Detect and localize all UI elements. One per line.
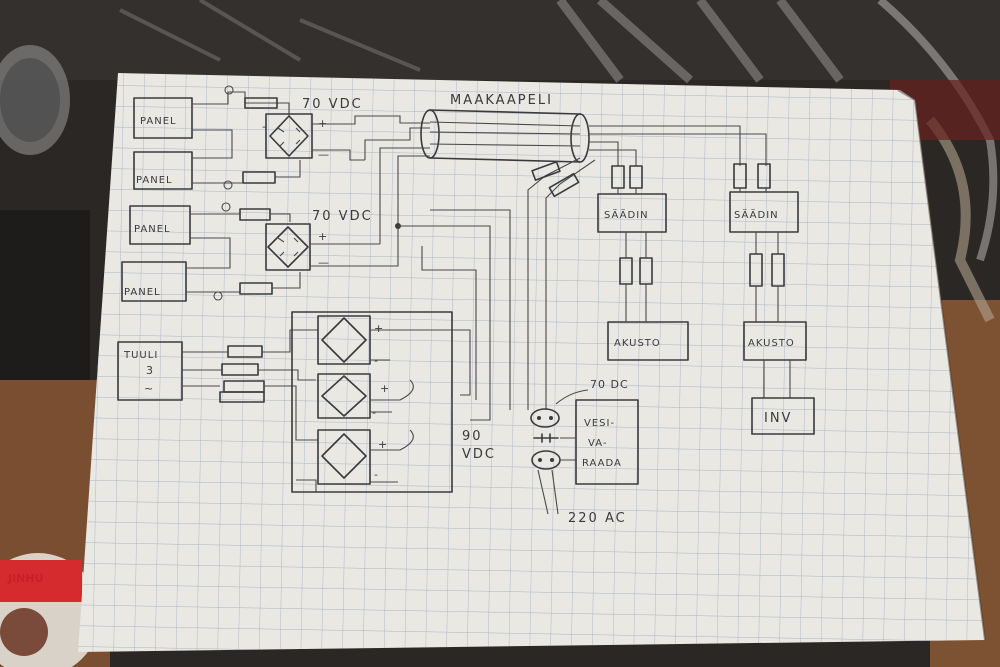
wind-generator: TUULI 3 ~ xyxy=(117,329,318,441)
dc-bus xyxy=(364,127,511,421)
inverter-label: INV xyxy=(764,411,792,426)
svg-text:+: + xyxy=(374,322,384,335)
panel-1-label: PANEL xyxy=(140,116,177,127)
wind-symbol: ~ xyxy=(144,382,154,395)
wind-number: 3 xyxy=(146,364,154,377)
solar-panel-1: PANEL xyxy=(133,97,193,139)
tape-brand: JINHU xyxy=(7,572,44,585)
top-voltage-label: 70 VDC xyxy=(302,97,363,112)
svg-text:-: - xyxy=(262,120,267,133)
underground-cable: MAAKAAPELI xyxy=(420,93,767,410)
power-sockets: 220 AC xyxy=(530,408,627,526)
wind-label: TUULI xyxy=(123,350,158,361)
solar-panel-3: PANEL xyxy=(129,205,191,245)
heater-line-1: VESI- xyxy=(584,418,615,429)
battery-2: AKUSTO xyxy=(743,321,807,398)
panel-4-label: PANEL xyxy=(124,287,161,298)
svg-text:—: — xyxy=(318,256,330,269)
heater-line-2: VA- xyxy=(588,438,607,449)
battery-2-label: AKUSTO xyxy=(748,338,795,349)
cable-label: MAAKAAPELI xyxy=(450,93,553,108)
panel-3-label: PANEL xyxy=(134,224,171,235)
regulator-2-label: SÄÄDIN xyxy=(734,208,779,221)
wind-rectifier: + + + - - - 90 VDC xyxy=(291,311,496,493)
solar-panel-2: PANEL xyxy=(133,151,193,190)
regulator-2: SÄÄDIN xyxy=(729,188,799,322)
panel-2-label: PANEL xyxy=(136,175,173,186)
heater-voltage: 70 DC xyxy=(590,378,629,391)
mid-voltage-label: 70 VDC xyxy=(312,209,373,224)
svg-text:+: + xyxy=(380,382,390,395)
heater-line-3: RAADA xyxy=(582,458,622,469)
panel-wiring-top: - + — 70 VDC xyxy=(192,85,430,190)
svg-text:+: + xyxy=(378,438,388,451)
solar-panel-4: PANEL xyxy=(121,261,187,302)
battery-1-label: AKUSTO xyxy=(614,338,661,349)
svg-text:-: - xyxy=(374,468,379,481)
svg-text:—: — xyxy=(318,148,330,161)
rect-voltage-unit: VDC xyxy=(462,447,496,462)
panel-wiring-bottom: + — 70 VDC xyxy=(186,202,399,301)
regulator-1: SÄÄDIN xyxy=(597,188,667,322)
mains-label: 220 AC xyxy=(568,511,627,526)
inverter: INV xyxy=(751,397,815,435)
svg-text:+: + xyxy=(318,230,328,243)
water-heater: VESI- VA- RAADA 70 DC xyxy=(555,378,639,485)
solder-roll: JINHU xyxy=(0,553,100,667)
regulator-1-label: SÄÄDIN xyxy=(604,208,649,221)
rect-voltage-value: 90 xyxy=(462,429,483,444)
battery-1: AKUSTO xyxy=(607,321,689,361)
